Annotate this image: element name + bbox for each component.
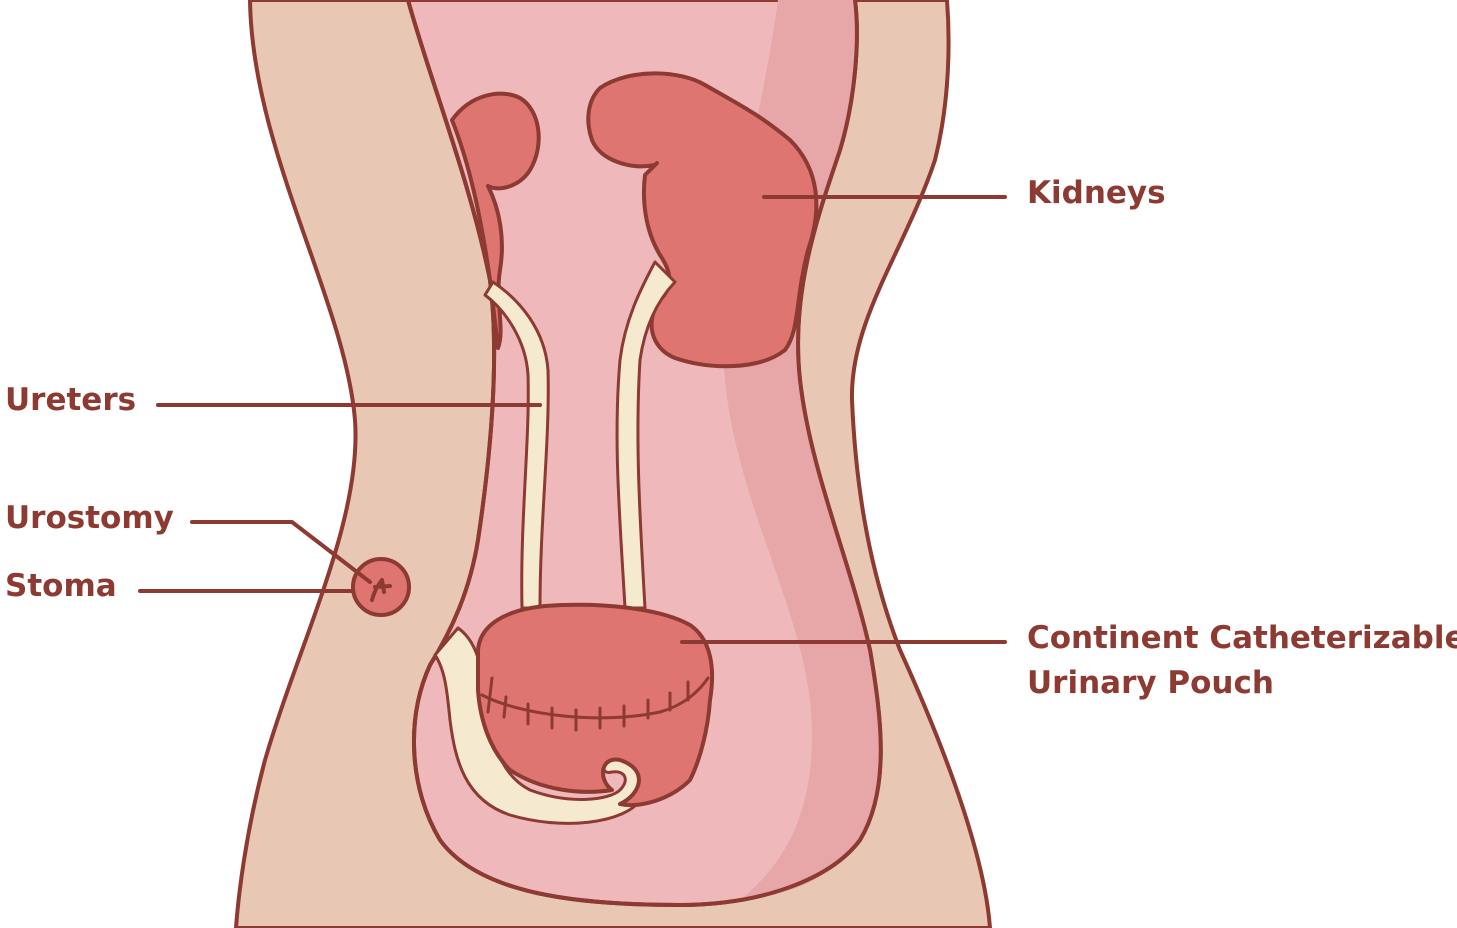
urinary-pouch-label-line1: Continent Catheterizable xyxy=(1027,623,1457,654)
ureters-label: Ureters xyxy=(5,385,136,416)
kidneys-label: Kidneys xyxy=(1027,178,1166,209)
urinary-pouch-label: Continent Catheterizable Urinary Pouch xyxy=(1027,623,1457,699)
urostomy-label: Urostomy xyxy=(5,503,174,534)
stoma-icon xyxy=(353,559,409,615)
stoma-label: Stoma xyxy=(5,571,117,602)
urinary-pouch-label-line2: Urinary Pouch xyxy=(1027,668,1457,699)
